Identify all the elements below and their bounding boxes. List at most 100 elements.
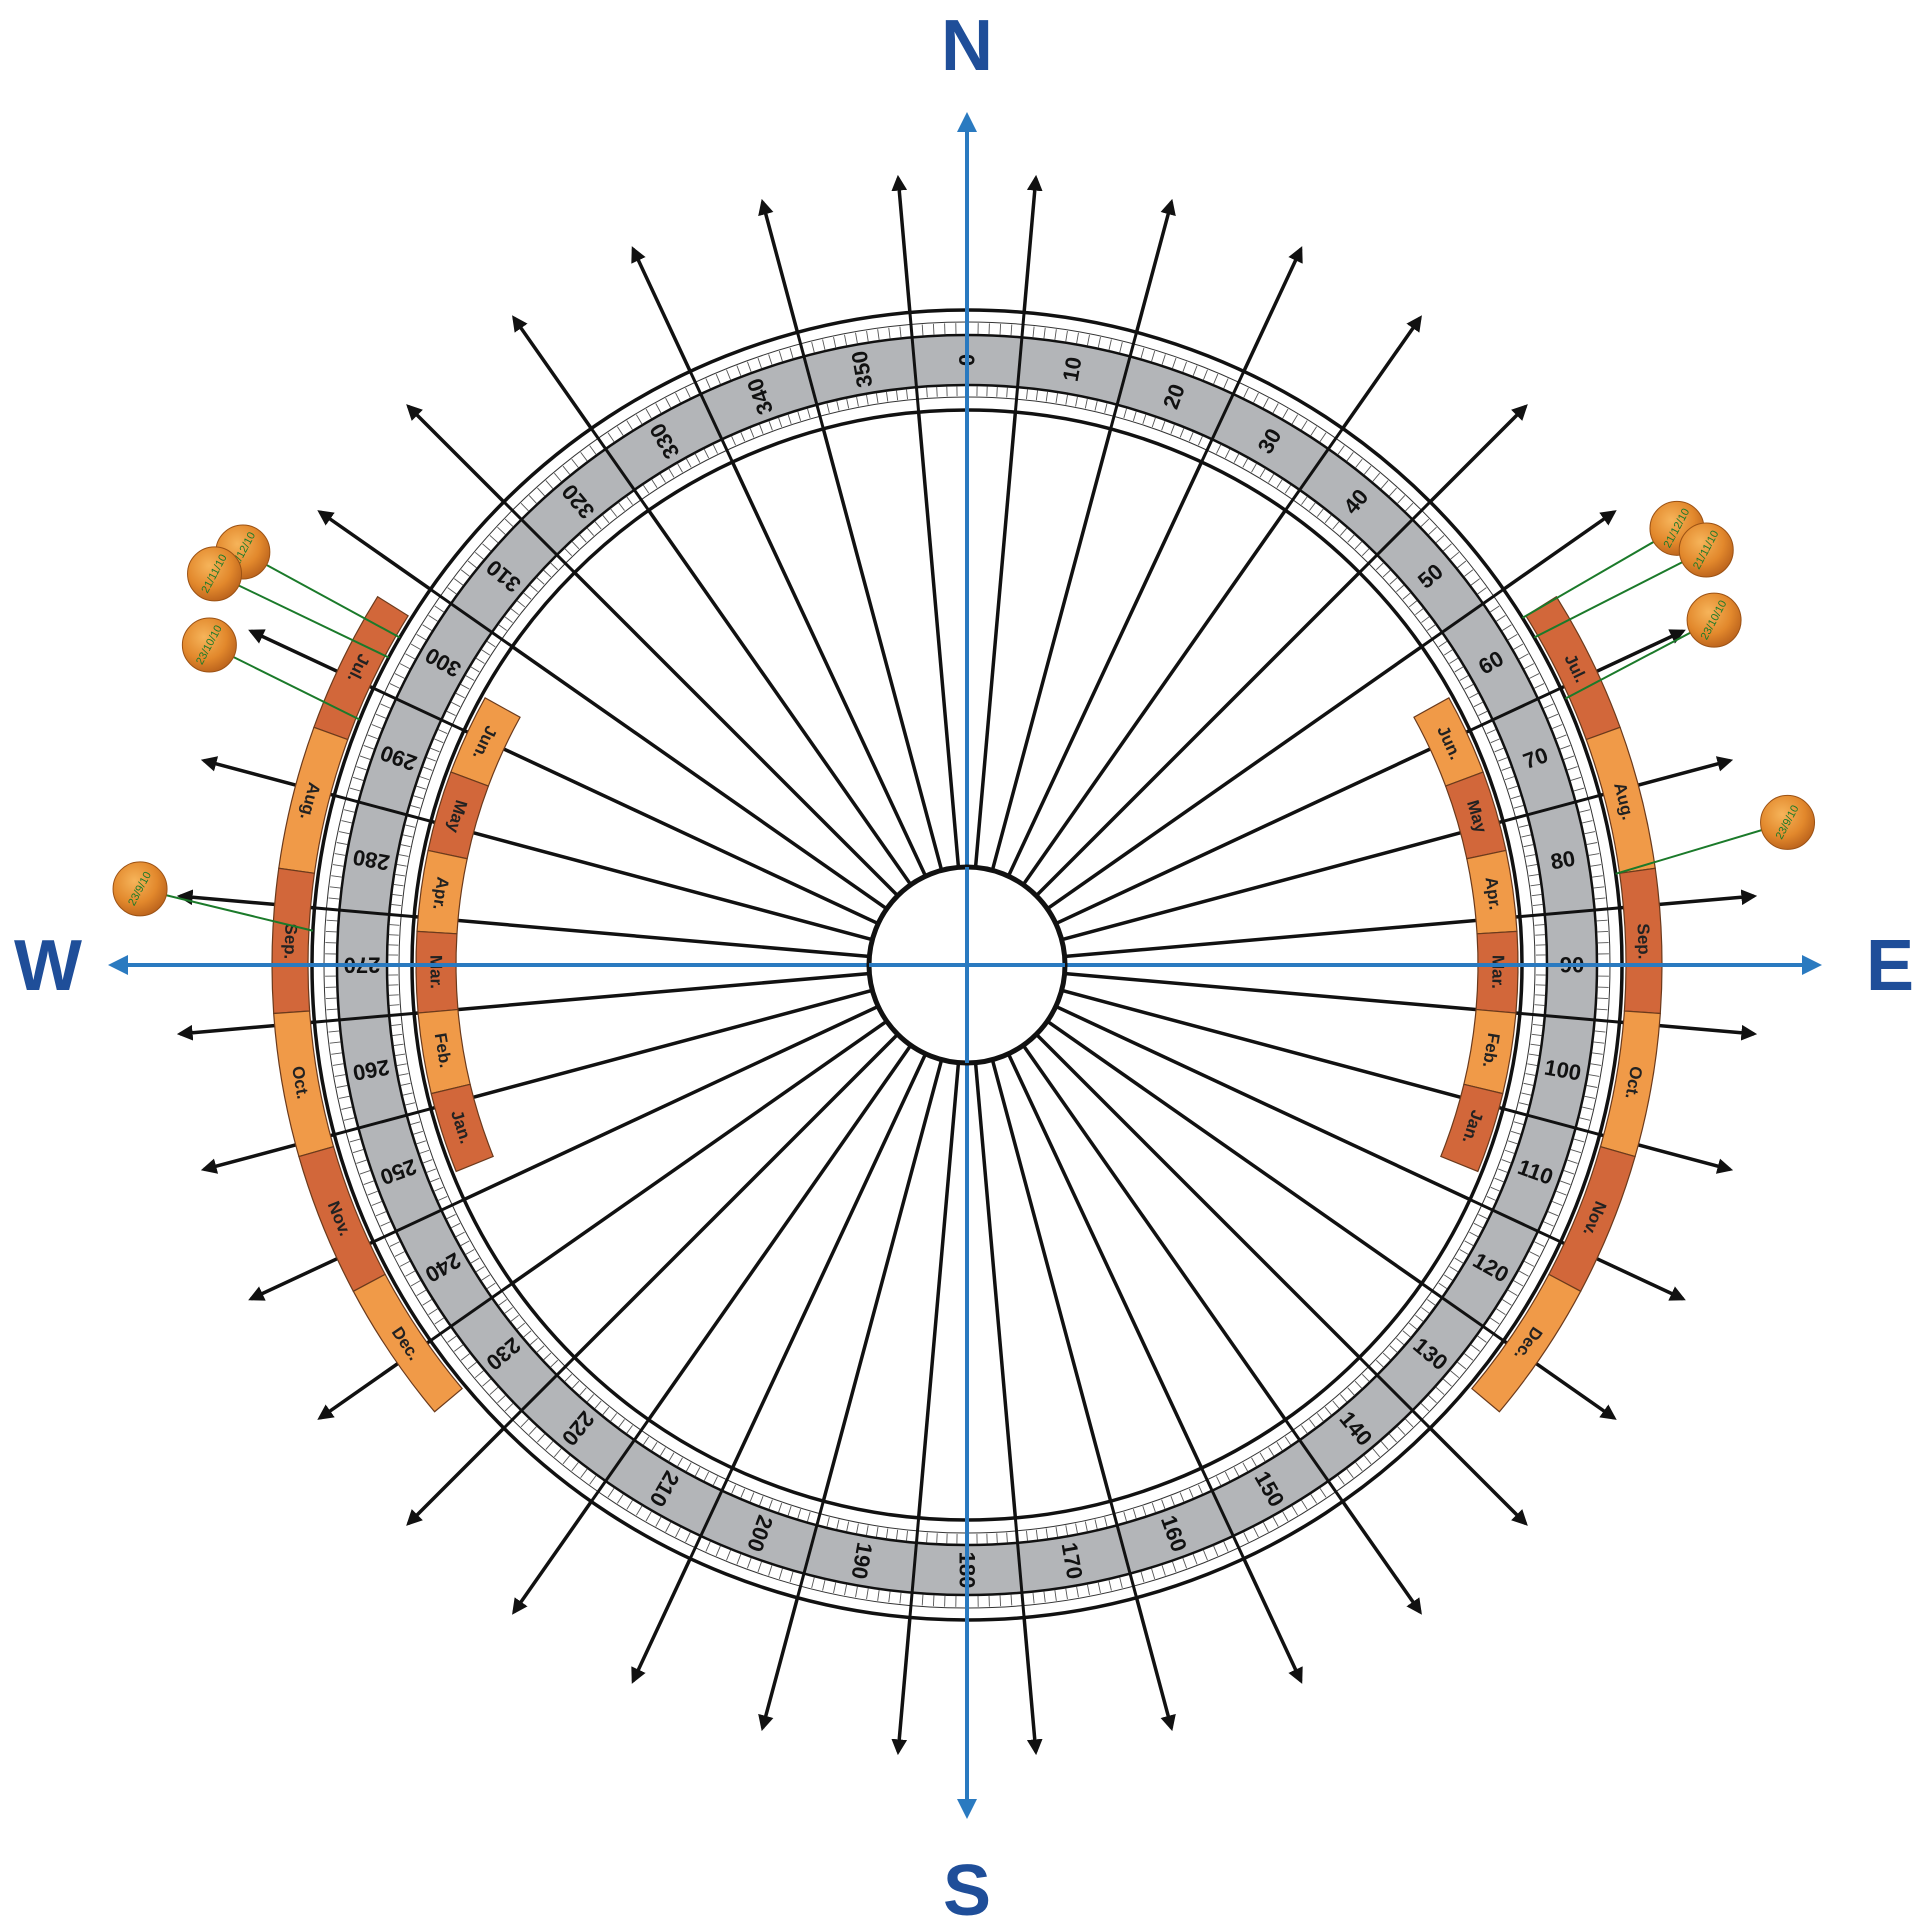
month-segment <box>427 771 490 860</box>
major-separator <box>908 312 921 413</box>
major-separator <box>333 1107 432 1136</box>
inner-spoke <box>1062 971 1521 1016</box>
month-segment <box>450 697 521 787</box>
moon-markers: 21/12/1021/11/1023/10/1023/9/1021/12/102… <box>112 500 1816 932</box>
inner-spoke <box>511 1018 890 1285</box>
moon-icon <box>1760 794 1816 850</box>
major-separator <box>1502 1107 1601 1136</box>
outer-arrow <box>1341 1500 1422 1615</box>
moon-icon <box>112 861 168 917</box>
outer-arrow <box>891 174 912 313</box>
inner-spoke <box>413 971 872 1016</box>
month-segment <box>416 849 468 935</box>
major-separator <box>333 794 432 823</box>
cardinal-south-label: S <box>943 1851 991 1927</box>
major-separator <box>502 1356 576 1430</box>
major-separator <box>1200 1467 1246 1560</box>
major-separator <box>1284 1418 1344 1503</box>
outer-arrow <box>406 1426 506 1526</box>
major-separator <box>1013 312 1026 413</box>
cardinal-north-label: N <box>941 6 993 86</box>
month-segment <box>415 930 459 1014</box>
outer-arrow <box>1134 198 1176 333</box>
major-separator <box>372 1198 465 1244</box>
major-separator <box>1519 906 1620 919</box>
inner-spoke <box>916 1060 961 1519</box>
moon-sight-line <box>139 887 314 932</box>
outer-arrow <box>1022 1617 1043 1756</box>
degree-label: 80 <box>1549 846 1577 875</box>
direction-spokes <box>176 174 1758 1756</box>
major-separator <box>1469 686 1562 732</box>
month-segment <box>313 595 409 741</box>
major-separator <box>1013 1517 1026 1618</box>
cardinal-east-label: E <box>1866 926 1914 1006</box>
month-label: Apr. <box>1482 876 1505 911</box>
moon-sight-line <box>1533 549 1707 639</box>
month-segment <box>352 1273 464 1413</box>
inner-spoke <box>821 1057 944 1502</box>
outer-arrow <box>1502 510 1617 591</box>
inner-spoke <box>973 411 1018 870</box>
moon-sight-line <box>1564 619 1715 700</box>
month-segment <box>430 1083 494 1173</box>
moon-icon <box>181 617 237 673</box>
inner-spoke <box>990 428 1113 873</box>
major-separator <box>429 1282 514 1342</box>
outer-arrow <box>1022 174 1043 313</box>
inner-spoke <box>1033 571 1361 899</box>
outer-arrow <box>631 246 692 373</box>
major-separator <box>908 1517 921 1618</box>
major-separator <box>372 686 465 732</box>
outer-arrow <box>1428 1426 1528 1526</box>
outer-arrow <box>631 1557 692 1684</box>
inner-spoke <box>1020 1042 1287 1421</box>
moon-sight-line <box>1615 821 1788 875</box>
outer-arrow <box>512 1500 593 1615</box>
inner-spoke <box>973 1060 1018 1519</box>
cardinal-west-label: W <box>14 926 82 1006</box>
outer-arrow <box>1341 315 1422 430</box>
month-label: Mar. <box>426 955 445 989</box>
major-separator <box>590 1418 650 1503</box>
outer-arrow <box>1134 1597 1176 1732</box>
outer-arrow <box>758 1597 800 1732</box>
major-separator <box>1502 794 1601 823</box>
inner-spoke <box>1053 1003 1471 1202</box>
inner-spoke <box>1005 461 1204 879</box>
major-separator <box>1358 500 1432 574</box>
major-separator <box>1109 1500 1138 1599</box>
inner-spoke <box>821 428 944 873</box>
moon-icon <box>1678 522 1734 578</box>
degree-label: 10 <box>1058 355 1087 383</box>
month-segment <box>278 726 349 874</box>
moon-sight-line <box>214 572 390 659</box>
inner-spoke <box>730 461 929 879</box>
month-label: Sep. <box>1633 923 1653 960</box>
major-separator <box>314 1011 415 1024</box>
month-segment <box>1470 1273 1582 1413</box>
major-separator <box>590 427 650 512</box>
moon-icon <box>187 546 243 602</box>
moon-sight-line <box>208 644 361 721</box>
month-label: Apr. <box>429 876 452 911</box>
major-separator <box>314 906 415 919</box>
outer-arrow <box>317 510 432 591</box>
major-separator <box>502 500 576 574</box>
inner-spoke <box>1053 728 1471 927</box>
inner-spoke <box>1044 1018 1423 1285</box>
inner-spoke <box>573 1031 901 1359</box>
month-segment <box>417 1008 471 1095</box>
major-separator <box>1200 370 1246 463</box>
outer-arrow <box>758 198 800 333</box>
outer-arrow <box>1428 404 1528 504</box>
inner-spoke <box>1059 988 1504 1111</box>
moon-sight-line <box>242 551 401 639</box>
month-bands: Jul.Aug.Sep.Oct.Nov.Dec.Jun.MayApr.Mar.F… <box>271 595 1663 1413</box>
inner-spoke <box>1062 914 1521 959</box>
inner-spoke <box>1005 1051 1204 1469</box>
month-segment <box>273 1010 335 1158</box>
inner-spoke <box>413 914 872 959</box>
